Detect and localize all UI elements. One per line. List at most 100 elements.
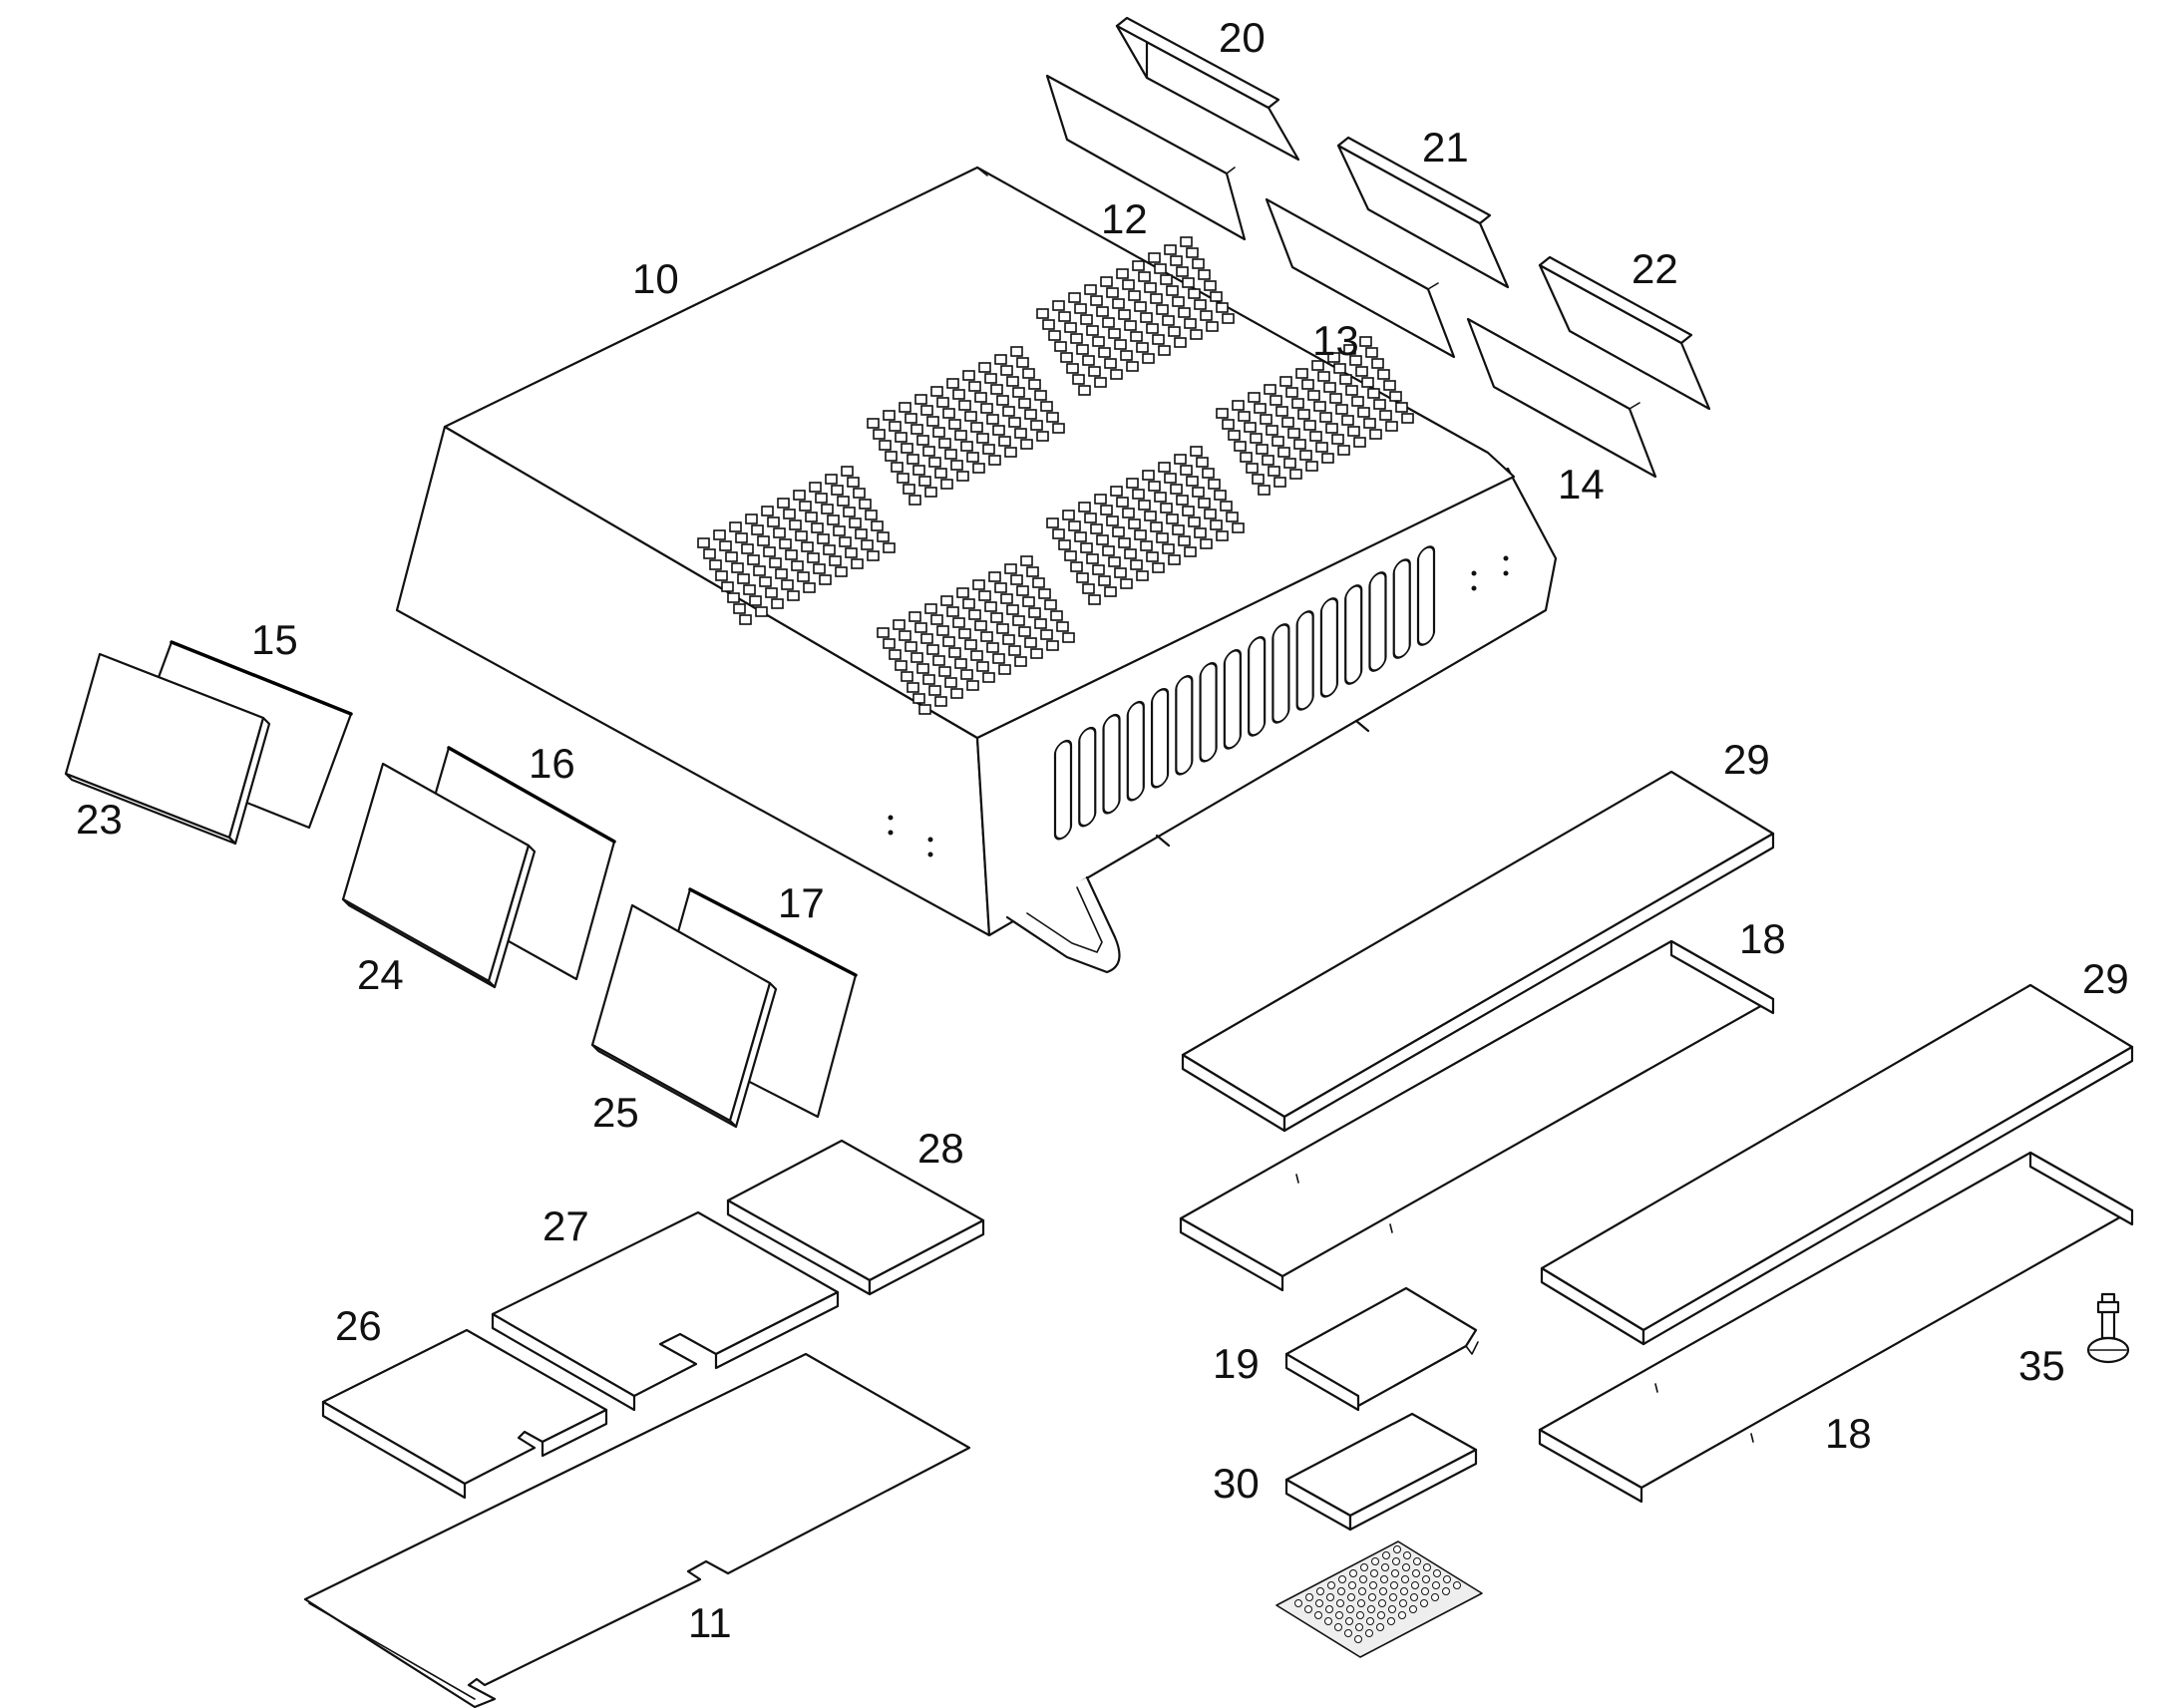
part-25-filter-pad[interactable]	[590, 903, 778, 1129]
grill-hole	[962, 598, 975, 609]
grill-hole	[855, 528, 868, 539]
part-29-panel-upper[interactable]	[1181, 770, 1775, 1133]
grill-hole	[1371, 358, 1384, 369]
part-22-filter[interactable]	[1538, 255, 1711, 411]
grill-hole	[988, 571, 1001, 582]
grill-hole	[1232, 400, 1245, 411]
part-14-filter[interactable]	[1466, 317, 1657, 479]
grill-hole	[970, 422, 983, 433]
grill-hole	[1024, 409, 1037, 420]
mesh-grille[interactable]	[1275, 1540, 1483, 1658]
part-18-tray-upper[interactable]	[1179, 939, 1775, 1292]
grill-hole	[966, 452, 979, 463]
grill-hole	[994, 354, 1007, 365]
part-35-bolt[interactable]	[2086, 1292, 2130, 1364]
mesh-hole	[1371, 1557, 1379, 1565]
mesh-hole	[1413, 1557, 1421, 1565]
part-21-filter[interactable]	[1336, 136, 1510, 289]
grill-hole	[1092, 564, 1105, 575]
grill-hole	[1232, 522, 1245, 533]
grill-hole	[1260, 414, 1272, 425]
grill-hole	[769, 557, 782, 568]
part-29-panel-lower[interactable]	[1540, 983, 2134, 1346]
grill-hole	[1114, 567, 1127, 578]
grill-hole	[865, 510, 878, 520]
grill-hole	[1281, 417, 1294, 428]
grill-hole	[777, 498, 790, 509]
grill-hole	[1373, 399, 1386, 410]
mesh-hole	[1443, 1575, 1451, 1583]
grill-hole	[1110, 369, 1123, 380]
grill-hole	[1401, 413, 1414, 424]
part-10-housing[interactable]	[395, 166, 1558, 974]
grill-hole	[833, 525, 846, 536]
grill-hole	[1012, 387, 1025, 398]
grill-hole	[1256, 444, 1269, 455]
grill-hole	[1104, 358, 1117, 369]
part-23-filter-pad[interactable]	[64, 652, 271, 846]
part-27-pad[interactable]	[491, 1210, 840, 1412]
grill-hole	[938, 438, 951, 449]
grill-hole	[910, 424, 923, 435]
grill-hole	[1146, 323, 1159, 334]
grill-hole	[1264, 384, 1276, 395]
part-11-bottom-sheet[interactable]	[303, 1352, 971, 1708]
grill-hole	[1058, 539, 1071, 550]
grill-hole	[1357, 407, 1370, 418]
grill-hole	[839, 536, 852, 547]
vent-slot	[1199, 662, 1218, 763]
grill-hole	[1120, 350, 1133, 361]
grill-hole	[926, 644, 939, 655]
grill-hole	[733, 603, 746, 614]
grill-hole	[1038, 588, 1051, 599]
grill-hole	[964, 411, 977, 422]
grill-hole	[936, 625, 949, 636]
label-26: 26	[335, 1302, 382, 1349]
part-26-pad[interactable]	[321, 1328, 608, 1500]
grill-hole	[789, 519, 802, 530]
grill-hole	[805, 512, 818, 522]
label-23: 23	[76, 796, 123, 843]
grill-hole	[1008, 417, 1021, 428]
mesh-hole	[1345, 1617, 1353, 1625]
grill-hole	[1062, 632, 1075, 643]
part-13-filter[interactable]	[1265, 197, 1456, 359]
part-12-filter[interactable]	[1045, 74, 1247, 241]
grill-hole	[968, 381, 981, 392]
label-27: 27	[543, 1202, 589, 1249]
grill-hole	[1220, 501, 1233, 512]
label-19: 19	[1213, 1340, 1260, 1387]
grill-hole	[972, 463, 985, 474]
grill-hole	[1178, 307, 1191, 318]
mesh-hole	[1356, 1611, 1364, 1619]
grill-hole	[1028, 379, 1041, 390]
part-30-pad[interactable]	[1284, 1412, 1478, 1532]
grill-hole	[1102, 317, 1115, 328]
part-18-tray-lower[interactable]	[1538, 1151, 2134, 1504]
part-24-filter-pad[interactable]	[341, 762, 537, 989]
grill-hole	[1347, 426, 1360, 437]
grill-hole	[1379, 410, 1392, 421]
part-20-filter[interactable]	[1115, 16, 1300, 162]
grill-hole	[883, 542, 896, 553]
part-19-bracket[interactable]	[1284, 1286, 1479, 1412]
grill-hole	[779, 538, 792, 549]
grill-hole	[1166, 513, 1179, 524]
grill-hole	[1226, 512, 1239, 522]
grill-hole	[1355, 366, 1368, 377]
part-28-pad[interactable]	[726, 1139, 985, 1296]
grill-hole	[907, 454, 919, 465]
grill-hole	[1156, 532, 1169, 543]
grill-hole	[819, 574, 832, 585]
grill-hole	[1062, 510, 1075, 520]
grill-hole	[1250, 433, 1263, 444]
grill-hole	[803, 582, 816, 593]
grill-hole	[1190, 446, 1203, 457]
grill-hole	[1341, 415, 1354, 426]
label-28: 28	[917, 1125, 964, 1172]
grill-hole	[1325, 423, 1338, 434]
grill-hole	[1134, 301, 1147, 312]
grill-hole	[982, 672, 995, 683]
grill-hole	[1272, 436, 1284, 447]
grill-hole	[1052, 300, 1065, 311]
